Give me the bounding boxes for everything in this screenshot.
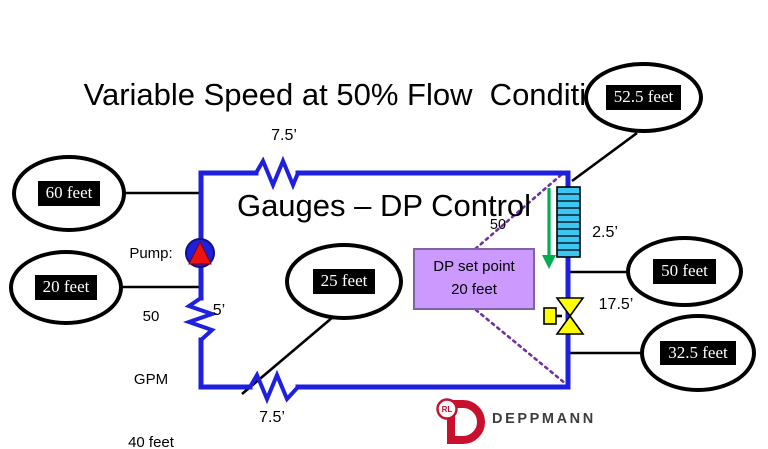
gauge-25-feet: 25 feet <box>285 243 403 320</box>
pump-spec-flow: 50 <box>142 308 160 325</box>
gauge-52-5-feet: 52.5 feet <box>584 62 703 133</box>
friction-zigzag-left <box>182 296 219 342</box>
logo-monogram: RL <box>442 405 453 414</box>
gauge-32-5-feet: 32.5 feet <box>640 314 756 392</box>
pump-spec-title: Pump: <box>129 245 173 262</box>
gauge-25-feet-value: 25 feet <box>312 269 376 294</box>
dp-set-point-title: DP set point <box>433 258 515 275</box>
dp-set-point-value: 20 feet <box>451 281 497 298</box>
connector-52-5ft <box>571 131 638 183</box>
friction-zigzag-top <box>254 155 300 191</box>
logo-rl-badge <box>436 398 458 420</box>
gauge-20-feet-value: 20 feet <box>34 275 98 300</box>
title-line-2: Gauges – DP Control <box>236 188 532 223</box>
pump-branch-loss-label: 5’ <box>212 302 226 319</box>
pump-icon <box>185 238 215 268</box>
gauge-60-feet-value: 60 feet <box>37 181 101 206</box>
gauge-60-feet: 60 feet <box>12 155 126 232</box>
gauge-50-feet: 50 feet <box>626 236 743 307</box>
valve-loss-label: 17.5’ <box>598 296 634 313</box>
dp-sense-line-top <box>472 173 563 252</box>
friction-zigzag-bottom <box>248 369 300 405</box>
logo-company-name: DEPPMANN <box>492 411 596 427</box>
logo-d-icon <box>447 400 485 444</box>
coil-icon <box>556 186 581 258</box>
pump-spec-unit: GPM <box>133 371 169 388</box>
flow-arrow-icon <box>542 188 556 269</box>
pump-spec-label: Pump: 50 GPM 40 feet <box>128 201 174 449</box>
dp-sensing-dotted-lines <box>472 173 568 386</box>
dp-sense-line-bottom <box>474 308 568 386</box>
gauge-50-feet-value: 50 feet <box>653 259 716 284</box>
dp-set-point-box: DP set point 20 feet <box>413 248 535 310</box>
deppmann-logo-mark: RL <box>436 398 485 444</box>
gauge-20-feet: 20 feet <box>9 250 123 325</box>
control-valve-icon <box>543 297 585 335</box>
callout-connector-lines <box>120 131 646 395</box>
top-pipe-loss-label: 7.5’ <box>271 127 297 144</box>
coil-loss-label: 2.5’ <box>592 224 618 241</box>
gauge-52-5-feet-value: 52.5 feet <box>605 85 682 110</box>
connector-25ft <box>241 316 334 395</box>
gauge-32-5-feet-value: 32.5 feet <box>660 340 736 366</box>
bottom-pipe-loss-label: 7.5’ <box>259 409 285 426</box>
coil-flow-value: 50 <box>489 217 507 233</box>
pump-spec-head: 40 feet <box>128 434 174 449</box>
